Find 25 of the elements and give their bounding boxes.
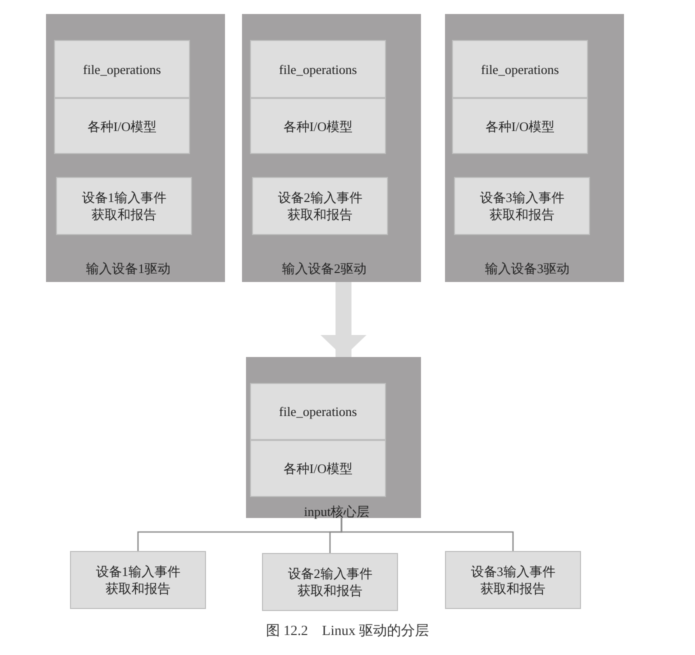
module-box: 各种I/O模型 bbox=[452, 98, 588, 154]
module-box: file_operations bbox=[54, 40, 190, 98]
module-box: 设备2输入事件获取和报告 bbox=[252, 177, 388, 235]
module-box: file_operations bbox=[250, 383, 386, 440]
layer-panel bbox=[242, 14, 421, 282]
block-arrow bbox=[320, 282, 366, 357]
layer-label: 输入设备1驱动 bbox=[86, 260, 170, 278]
module-box: 设备1输入事件获取和报告 bbox=[56, 177, 192, 235]
layer-panel bbox=[246, 357, 421, 518]
module-box: 设备3输入事件获取和报告 bbox=[454, 177, 590, 235]
layer-label: 输入设备2驱动 bbox=[282, 260, 366, 278]
module-box: 各种I/O模型 bbox=[250, 440, 386, 497]
module-box: 各种I/O模型 bbox=[250, 98, 386, 154]
module-box: file_operations bbox=[250, 40, 386, 98]
layer-label: 输入设备3驱动 bbox=[485, 260, 570, 278]
layer-panel bbox=[445, 14, 624, 282]
module-box: file_operations bbox=[452, 40, 588, 98]
module-box: 设备1输入事件获取和报告 bbox=[70, 551, 206, 609]
module-box: 设备3输入事件获取和报告 bbox=[445, 551, 581, 609]
connector-line bbox=[340, 518, 514, 551]
module-box: 各种I/O模型 bbox=[54, 98, 190, 154]
figure-caption: 图 12.2 Linux 驱动的分层 bbox=[265, 622, 430, 640]
module-box: 设备2输入事件获取和报告 bbox=[262, 553, 398, 611]
layer-label: input核心层 bbox=[304, 503, 370, 521]
layer-panel bbox=[46, 14, 225, 282]
